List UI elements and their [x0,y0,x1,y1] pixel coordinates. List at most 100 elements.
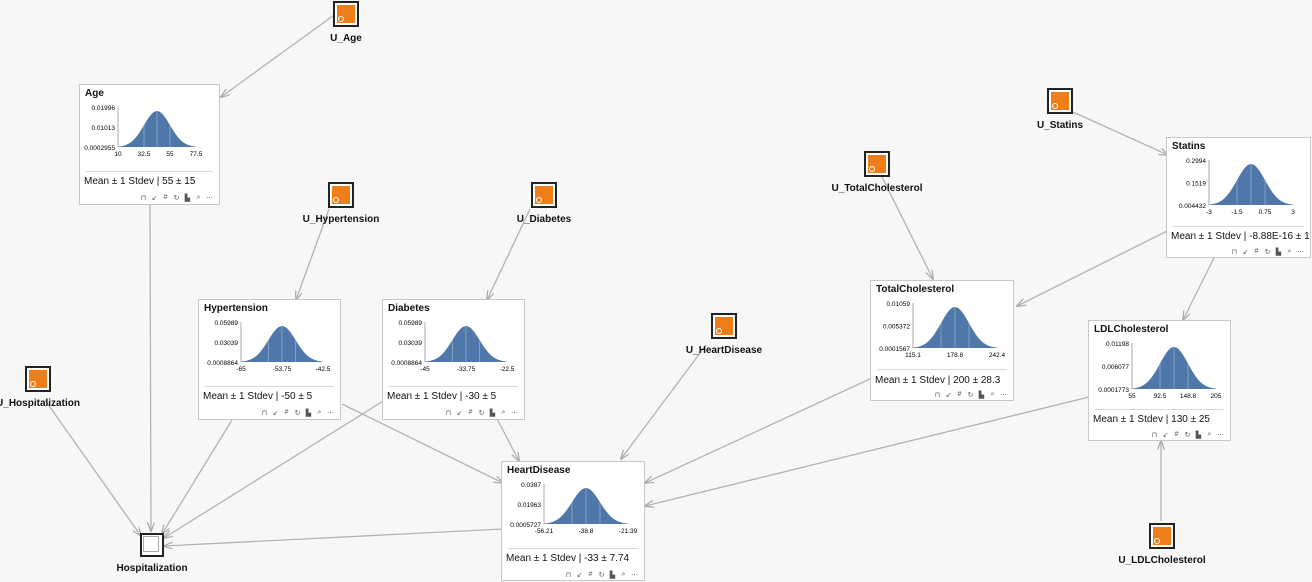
export-icon[interactable]: ↙ [576,572,583,579]
histogram-icon[interactable]: ▙ [1275,249,1282,256]
summary-text: Mean ± 1 Stdev | -50 ± 5 [203,391,312,402]
refresh-icon[interactable]: ↻ [1264,249,1271,256]
utility-node-icon [711,313,737,339]
node-title: Statins [1172,141,1206,152]
summary-separator: | [153,176,163,187]
edge-totalcholesterol-heartdisease [645,377,873,483]
pin-icon[interactable]: ⊓ [1231,249,1238,256]
zoom-icon[interactable]: ⌕ [990,391,995,398]
export-icon[interactable]: ↙ [1242,249,1249,256]
u-node-label: U_Statins [1036,120,1084,131]
pin-icon[interactable]: ⊓ [565,572,572,579]
hospitalization-label: Hospitalization [116,563,188,574]
u-node-totalcholesterol[interactable]: U_TotalCholesterol [812,151,942,194]
grid-icon[interactable]: # [468,409,473,416]
edge-statins-ldlcholesterol [1183,257,1215,320]
refresh-icon[interactable]: ↻ [1184,432,1191,439]
more-icon[interactable]: ⋯ [511,410,518,417]
u-node-heartdisease[interactable]: U_HeartDisease [659,313,789,356]
export-icon[interactable]: ↙ [272,410,279,417]
edge-utotalcholesterol-totalcholesterol [880,174,933,279]
zoom-icon[interactable]: ⌕ [196,194,201,201]
y-tick-label: 0.03039 [215,340,239,347]
grid-icon[interactable]: # [1174,431,1179,438]
pin-icon[interactable]: ⊓ [1151,432,1158,439]
grid-icon[interactable]: # [163,194,168,201]
y-tick-label: 0.01198 [1106,341,1129,348]
zoom-icon[interactable]: ⌕ [317,409,322,416]
x-tick-label: 77.5 [190,151,203,158]
refresh-icon[interactable]: ↻ [478,410,485,417]
node-hospitalization[interactable]: Hospitalization [102,533,202,574]
pin-icon[interactable]: ⊓ [261,410,268,417]
node-title: TotalCholesterol [876,284,955,295]
histogram-icon[interactable]: ▙ [978,392,985,399]
export-icon[interactable]: ↙ [151,195,158,202]
divider [205,386,334,387]
y-tick-label: 0.005372 [883,324,910,331]
node-toolbar: ⊓ ↙ # ↻ ▙ ⌕ ⋯ [934,391,1007,399]
refresh-icon[interactable]: ↻ [173,195,180,202]
zoom-icon[interactable]: ⌕ [621,571,626,578]
node-toolbar: ⊓ ↙ # ↻ ▙ ⌕ ⋯ [261,409,334,417]
u-node-hospitalization[interactable]: U_Hospitalization [0,366,103,409]
refresh-icon[interactable]: ↻ [598,572,605,579]
u-node-age[interactable]: U_Age [281,1,411,44]
more-icon[interactable]: ⋯ [206,195,213,202]
export-icon[interactable]: ↙ [456,410,463,417]
zoom-icon[interactable]: ⌕ [1287,248,1292,255]
grid-icon[interactable]: # [957,391,962,398]
refresh-icon[interactable]: ↻ [294,410,301,417]
histogram-icon[interactable]: ▙ [184,195,191,202]
x-tick-label: -42.5 [316,366,331,373]
summary-text: Mean ± 1 Stdev | -30 ± 5 [387,391,496,402]
more-icon[interactable]: ⋯ [1217,432,1224,439]
divider [508,548,638,549]
divider [86,171,213,172]
u-node-hypertension[interactable]: U_Hypertension [276,182,406,225]
more-icon[interactable]: ⋯ [631,572,638,579]
divider [877,369,1007,370]
node-toolbar: ⊓ ↙ # ↻ ▙ ⌕ ⋯ [140,194,213,202]
u-node-statins[interactable]: U_Statins [995,88,1125,131]
grid-icon[interactable]: # [1254,248,1259,255]
summary-label: Mean ± 1 Stdev [387,391,457,402]
export-icon[interactable]: ↙ [1162,432,1169,439]
divider [1095,409,1224,410]
more-icon[interactable]: ⋯ [1000,392,1007,399]
histogram-icon[interactable]: ▙ [305,410,312,417]
export-icon[interactable]: ↙ [945,392,952,399]
grid-icon[interactable]: # [588,571,593,578]
refresh-icon[interactable]: ↻ [967,392,974,399]
histogram-icon[interactable]: ▙ [1195,432,1202,439]
y-tick-label: 0.0387 [521,482,541,489]
grid-icon[interactable]: # [284,409,289,416]
pin-icon[interactable]: ⊓ [934,392,941,399]
x-tick-label: 148.8 [1180,393,1197,400]
u-node-ldlcholesterol[interactable]: U_LDLCholesterol [1097,523,1227,566]
x-tick-label: 92.5 [1154,393,1167,400]
more-icon[interactable]: ⋯ [327,410,334,417]
zoom-icon[interactable]: ⌕ [1207,431,1212,438]
u-node-diabetes[interactable]: U_Diabetes [479,182,609,225]
pin-icon[interactable]: ⊓ [140,195,147,202]
more-icon[interactable]: ⋯ [1297,249,1304,256]
histogram-icon[interactable]: ▙ [489,410,496,417]
zoom-icon[interactable]: ⌕ [501,409,506,416]
edge-diabetes-hospitalization [164,397,389,538]
edge-hypertension-heartdisease [341,403,503,483]
histogram-icon[interactable]: ▙ [609,572,616,579]
u-node-label: U_Diabetes [516,214,572,225]
pin-icon[interactable]: ⊓ [445,410,452,417]
y-tick-label: 0.0002955 [84,145,115,152]
